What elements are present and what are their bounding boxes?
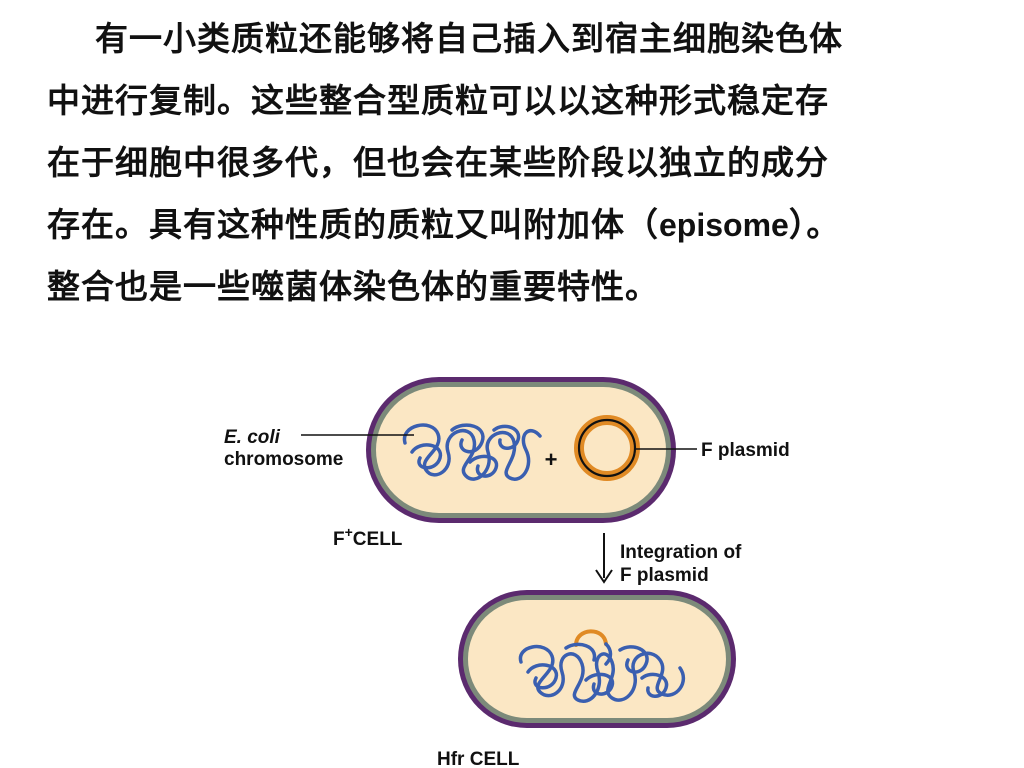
label-chromosome: chromosome — [224, 449, 343, 470]
paragraph-line-1: 有一小类质粒还能够将自己插入到宿主细胞染色体 — [95, 19, 843, 58]
fplus-chromosome — [402, 423, 542, 481]
paragraph-line-4: 存在。具有这种性质的质粒又叫附加体（episome）。 — [47, 205, 841, 244]
paragraph-line-5: 整合也是一些噬菌体染色体的重要特性。 — [47, 267, 659, 306]
paragraph-line-2: 中进行复制。这些整合型质粒可以以这种形式稳定存 — [47, 81, 829, 120]
fplus-cell-cytoplasm — [376, 387, 666, 513]
paragraph-line-3: 在于细胞中很多代，但也会在某些阶段以独立的成分 — [47, 143, 829, 182]
hfr-chromosome — [518, 642, 686, 703]
episome-term: episome — [659, 207, 789, 243]
label-ecoli: E. coli — [224, 427, 281, 448]
label-hfr-cell: Hfr CELL — [437, 749, 520, 768]
fplasmid-ring-line — [577, 418, 637, 478]
fplus-cell: + — [366, 377, 676, 523]
paragraph: 有一小类质粒还能够将自己插入到宿主细胞染色体 中进行复制。这些整合型质粒可以以这… — [47, 8, 1022, 318]
label-integration-line2: F plasmid — [620, 565, 709, 586]
plus-sign: + — [545, 447, 558, 472]
label-fplasmid: F plasmid — [701, 440, 790, 461]
integration-arrow — [595, 533, 613, 584]
hfr-cell — [458, 590, 736, 728]
integrated-fplasmid-segment — [574, 629, 608, 647]
label-fplus-cell: F+CELL — [333, 524, 403, 550]
label-integration-line1: Integration of — [620, 542, 742, 563]
